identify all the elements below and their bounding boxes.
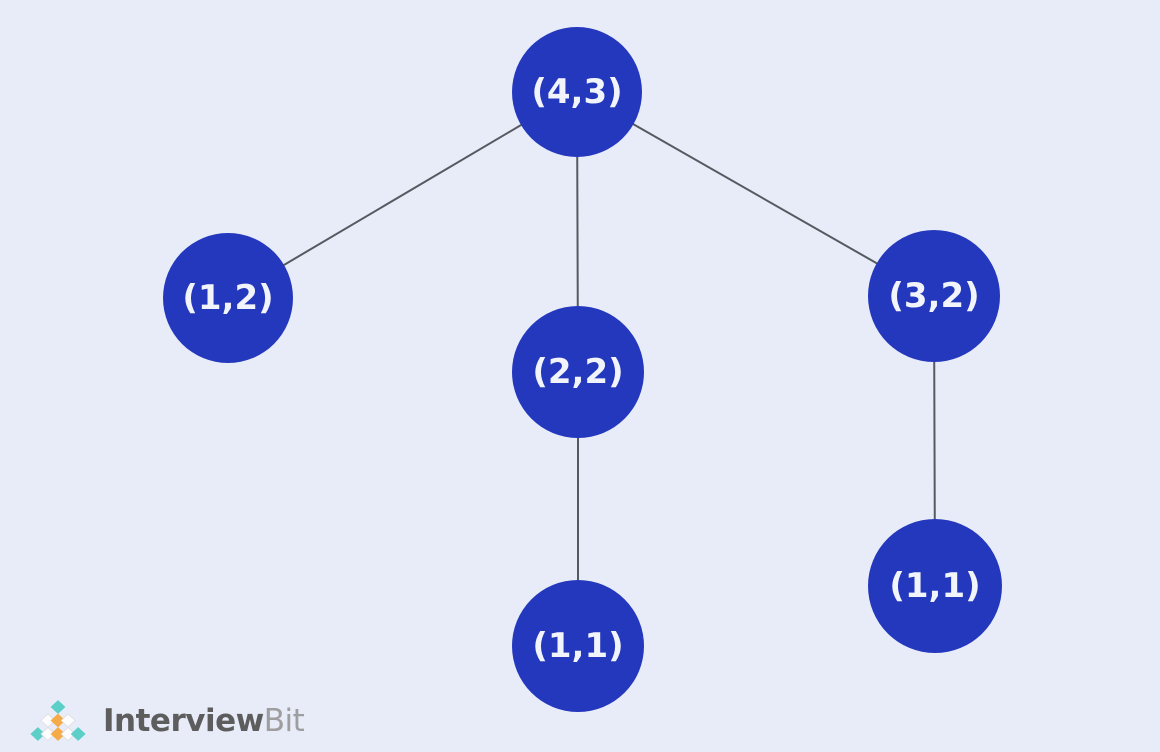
logo-diamond [40, 727, 56, 741]
tree-edge-root-to-child-mid [576, 153, 579, 310]
tree-edge-child-right-to-leaf-right [933, 358, 936, 523]
tree-node-child-left[interactable]: (1,2) [163, 233, 293, 363]
tree-node-label: (2,2) [532, 352, 624, 392]
tree-node-label: (1,1) [889, 566, 981, 606]
logo-wordmark: InterviewBit [103, 702, 305, 739]
logo-text-primary: Interview [103, 702, 264, 739]
interviewbit-diamond-mark [30, 700, 86, 741]
logo-diamond [70, 727, 86, 741]
logo-diamond [60, 713, 76, 728]
logo-diamond [40, 713, 56, 728]
tree-node-leaf-mid[interactable]: (1,1) [512, 580, 644, 712]
tree-edge-root-to-child-right [630, 122, 880, 266]
tree-edge-root-to-child-left [281, 123, 524, 267]
interviewbit-logo: InterviewBit [22, 700, 305, 742]
tree-node-child-mid[interactable]: (2,2) [512, 306, 644, 438]
logo-diamond [60, 727, 76, 741]
tree-node-leaf-right[interactable]: (1,1) [868, 519, 1002, 653]
logo-diamond [50, 713, 66, 728]
tree-node-child-right[interactable]: (3,2) [868, 230, 1000, 362]
tree-node-root[interactable]: (4,3) [512, 27, 642, 157]
tree-node-label: (3,2) [888, 276, 980, 316]
logo-diamond [50, 700, 66, 714]
tree-node-label: (1,1) [532, 626, 624, 666]
tree-node-label: (1,2) [182, 278, 274, 318]
logo-diamond [30, 727, 46, 741]
logo-diamond [50, 727, 66, 741]
tree-node-label: (4,3) [531, 72, 623, 112]
logo-text-secondary: Bit [263, 702, 305, 739]
